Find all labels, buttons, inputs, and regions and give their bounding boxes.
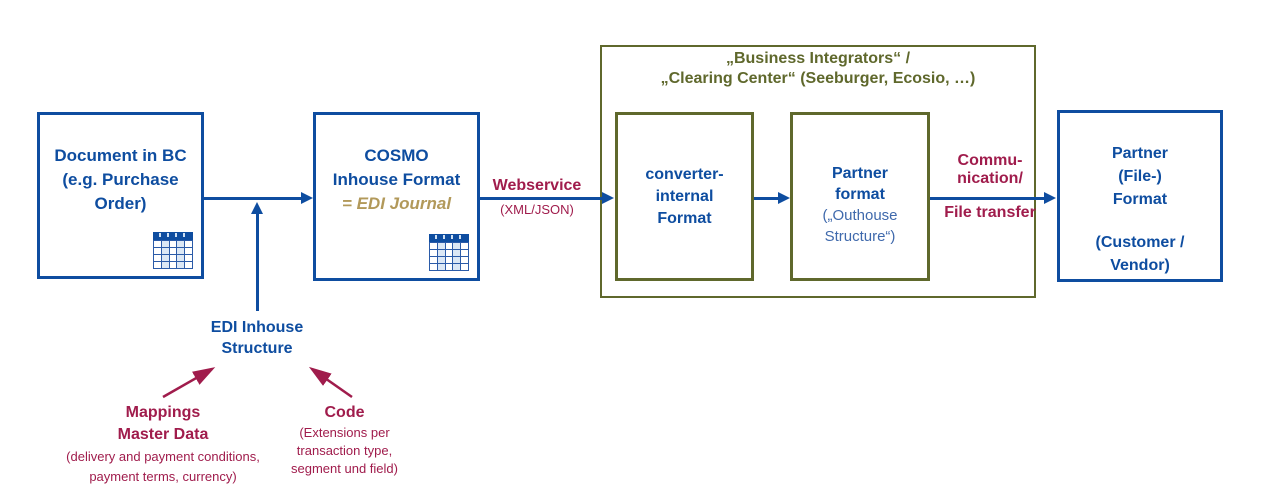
- table-icon-header: [429, 234, 469, 242]
- document-box-line1: Document in BC: [54, 146, 187, 165]
- webservice-subtitle: (XML/JSON): [500, 202, 574, 217]
- document-in-bc-box: Document in BC (e.g. Purchase Order): [37, 112, 204, 279]
- mappings-master-data-label: Mappings Master Data (delivery and payme…: [33, 402, 293, 486]
- partner-file-box-text: Partner (File-) Format (Customer / Vendo…: [1060, 113, 1220, 277]
- cosmo-box-subtitle: Inhouse Format: [332, 170, 461, 189]
- code-caption-line1: (Extensions per: [299, 425, 390, 440]
- document-box-text: Document in BC (e.g. Purchase Order): [40, 115, 201, 216]
- converter-box-line2: internal: [655, 187, 714, 205]
- code-label: Code (Extensions per transaction type, s…: [272, 402, 417, 478]
- code-title: Code: [324, 404, 365, 421]
- edi-inhouse-line1: EDI Inhouse: [210, 319, 304, 336]
- table-grid-icon: [153, 232, 193, 269]
- arrow-edi-structure-up: [256, 213, 259, 311]
- partner-file-line1: Partner: [1111, 145, 1169, 162]
- arrow-document-to-cosmo-head: [301, 192, 313, 204]
- edi-inhouse-line2: Structure: [221, 340, 293, 357]
- table-grid-icon: [429, 234, 469, 271]
- table-icon-grid: [429, 242, 469, 271]
- partner-file-line5: Vendor): [1110, 257, 1170, 274]
- partner-file-line2: (File-): [1118, 168, 1162, 185]
- arrow-edi-structure-up-head: [251, 202, 263, 214]
- edi-journal-label: = EDI Journal: [341, 194, 452, 213]
- communication-line2: nication/: [957, 170, 1023, 187]
- partner-file-format-box: Partner (File-) Format (Customer / Vendo…: [1057, 110, 1223, 282]
- spacer: [1060, 211, 1220, 231]
- arrow-cosmo-to-converter-head: [602, 192, 614, 204]
- edi-inhouse-structure-label: EDI Inhouse Structure: [187, 317, 327, 359]
- cosmo-box-text: COSMO Inhouse Format = EDI Journal: [316, 115, 477, 216]
- code-caption-line2: transaction type,: [296, 443, 393, 458]
- mappings-caption-line2: payment terms, currency): [89, 469, 237, 484]
- partner-format-line2: format: [835, 185, 885, 203]
- partner-format-box: Partner format („Outhouse Structure“): [790, 112, 930, 281]
- converter-internal-format-box: converter- internal Format: [615, 112, 754, 281]
- outhouse-structure-line1: („Outhouse: [822, 206, 898, 224]
- converter-box-line1: converter-: [645, 165, 724, 183]
- table-icon-grid: [153, 240, 193, 269]
- arrow-cosmo-to-converter: [480, 197, 602, 200]
- arrow-converter-to-partner-format-head: [778, 192, 790, 204]
- partner-file-line3: Format: [1112, 191, 1168, 208]
- container-title: „Business Integrators“ / „Clearing Cente…: [600, 49, 1036, 89]
- converter-box-line3: Format: [657, 209, 712, 227]
- webservice-label: Webservice (XML/JSON): [477, 177, 597, 218]
- arrow-document-to-cosmo: [204, 197, 301, 200]
- mappings-title-line1: Mappings: [125, 404, 201, 421]
- file-transfer-label: File transfer: [944, 204, 1036, 221]
- partner-file-line4: (Customer /: [1095, 234, 1185, 251]
- partner-format-box-text: Partner format („Outhouse Structure“): [793, 147, 927, 247]
- container-title-line2: „Clearing Center“ (Seeburger, Ecosio, …): [660, 70, 976, 87]
- webservice-title: Webservice: [492, 177, 582, 194]
- cosmo-inhouse-format-box: COSMO Inhouse Format = EDI Journal: [313, 112, 480, 281]
- converter-box-text: converter- internal Format: [618, 164, 751, 230]
- container-title-line1: „Business Integrators“ /: [725, 50, 911, 67]
- mappings-title-line2: Master Data: [117, 426, 209, 443]
- cosmo-box-title: COSMO: [364, 146, 429, 165]
- outhouse-structure-line2: Structure“): [824, 227, 896, 245]
- code-caption-line3: segment und field): [291, 461, 398, 476]
- document-box-line2: (e.g. Purchase: [62, 170, 179, 189]
- document-box-line3: Order): [94, 194, 147, 213]
- arrow-partner-format-to-partner-file-head: [1044, 192, 1056, 204]
- arrow-partner-format-to-partner-file: [930, 197, 1044, 200]
- communication-line1: Commu-: [957, 152, 1023, 169]
- mappings-caption-line1: (delivery and payment conditions,: [66, 449, 260, 464]
- partner-format-line1: Partner: [831, 164, 889, 182]
- communication-label: Commu- nication/ File transfer: [929, 152, 1051, 222]
- arrow-converter-to-partner-format: [754, 197, 778, 200]
- table-icon-header: [153, 232, 193, 240]
- arrow-code-to-edi-structure: [308, 366, 353, 399]
- arrow-mappings-to-edi-structure: [162, 367, 216, 399]
